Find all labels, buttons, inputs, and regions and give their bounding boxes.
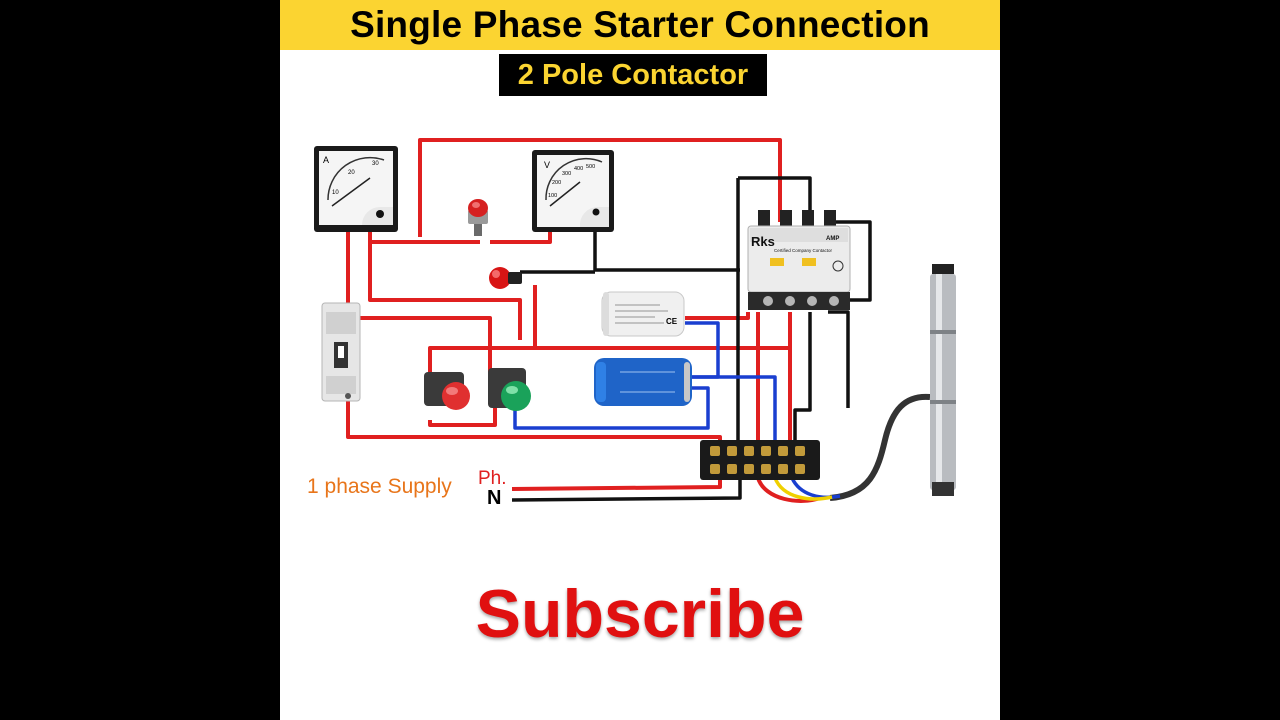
wire-red-ammeter-right bbox=[368, 232, 522, 340]
contactor-caption: Certified Company Contactor bbox=[774, 248, 833, 253]
wire-red-capacitor-to-contactor bbox=[685, 312, 750, 320]
wire-blue-motor-lead bbox=[790, 477, 841, 500]
ammeter-scale-2: 20 bbox=[348, 170, 355, 176]
ammeter-scale-1: 10 bbox=[332, 190, 339, 196]
stop-button bbox=[424, 372, 470, 410]
wiring-diagram: A 10 20 30 V 100 200 300 400 500 bbox=[314, 138, 956, 503]
title-bar: Single Phase Starter Connection bbox=[280, 0, 1000, 50]
wire-black-contactor-bottom bbox=[793, 312, 812, 452]
diagram-panel: Single Phase Starter Connection 2 Pole C… bbox=[280, 0, 1000, 720]
capacitor-ce-mark: CE bbox=[666, 317, 678, 326]
voltmeter-scale-3: 300 bbox=[562, 171, 571, 177]
wire-blue-capacitor-c bbox=[513, 386, 710, 430]
voltmeter-scale-4: 400 bbox=[574, 166, 583, 172]
supply-label: 1 phase Supply bbox=[307, 475, 452, 498]
wire-black-contactor-right bbox=[828, 220, 872, 302]
indicator-lamp bbox=[489, 267, 522, 289]
start-capacitor bbox=[594, 358, 692, 406]
page-subtitle: 2 Pole Contactor bbox=[517, 58, 749, 91]
wire-red-top-loop bbox=[418, 138, 782, 237]
voltmeter: V 100 200 300 400 500 bbox=[532, 150, 614, 232]
contactor: Rks AMP Certified Company Contactor bbox=[747, 210, 851, 310]
subtitle-box: 2 Pole Contactor bbox=[499, 54, 767, 96]
test-push-button bbox=[468, 199, 488, 236]
wire-black-supply-neutral bbox=[511, 478, 742, 502]
subscribe-text: Subscribe bbox=[475, 576, 805, 652]
voltmeter-scale-5: 500 bbox=[586, 164, 595, 170]
wire-red-mcb-to-buttons bbox=[348, 316, 492, 380]
wire-red-pushbutton bbox=[490, 230, 552, 244]
ammeter-unit: A bbox=[323, 155, 329, 165]
wire-red-supply-phase bbox=[511, 478, 722, 491]
run-capacitor: CE bbox=[601, 291, 685, 337]
terminal-strip bbox=[700, 440, 820, 480]
submersible-pump bbox=[930, 264, 956, 496]
voltmeter-scale-1: 100 bbox=[548, 193, 557, 199]
wire-black-contactor-top bbox=[738, 176, 812, 222]
wire-yellow-motor-lead bbox=[773, 477, 833, 501]
neutral-label: N bbox=[487, 487, 502, 509]
blue-wires bbox=[513, 321, 841, 500]
page-title: Single Phase Starter Connection bbox=[350, 4, 930, 45]
black-wires bbox=[511, 176, 931, 502]
wire-blue-capacitor-b bbox=[692, 375, 777, 452]
phase-label: Ph. bbox=[478, 468, 507, 489]
contactor-rating: AMP bbox=[826, 236, 839, 242]
start-button bbox=[488, 368, 531, 411]
motor-cable bbox=[829, 393, 931, 501]
ammeter-scale-3: 30 bbox=[372, 161, 379, 167]
voltmeter-unit: V bbox=[544, 160, 550, 170]
ammeter: A 10 20 30 bbox=[314, 146, 398, 232]
wire-black-contactor-out bbox=[828, 310, 850, 408]
voltmeter-scale-2: 200 bbox=[552, 180, 561, 186]
wire-black-voltmeter bbox=[593, 232, 740, 272]
contactor-brand: Rks bbox=[751, 234, 775, 249]
mcb-breaker bbox=[321, 302, 361, 402]
wire-red-stop-to-start bbox=[428, 400, 497, 427]
